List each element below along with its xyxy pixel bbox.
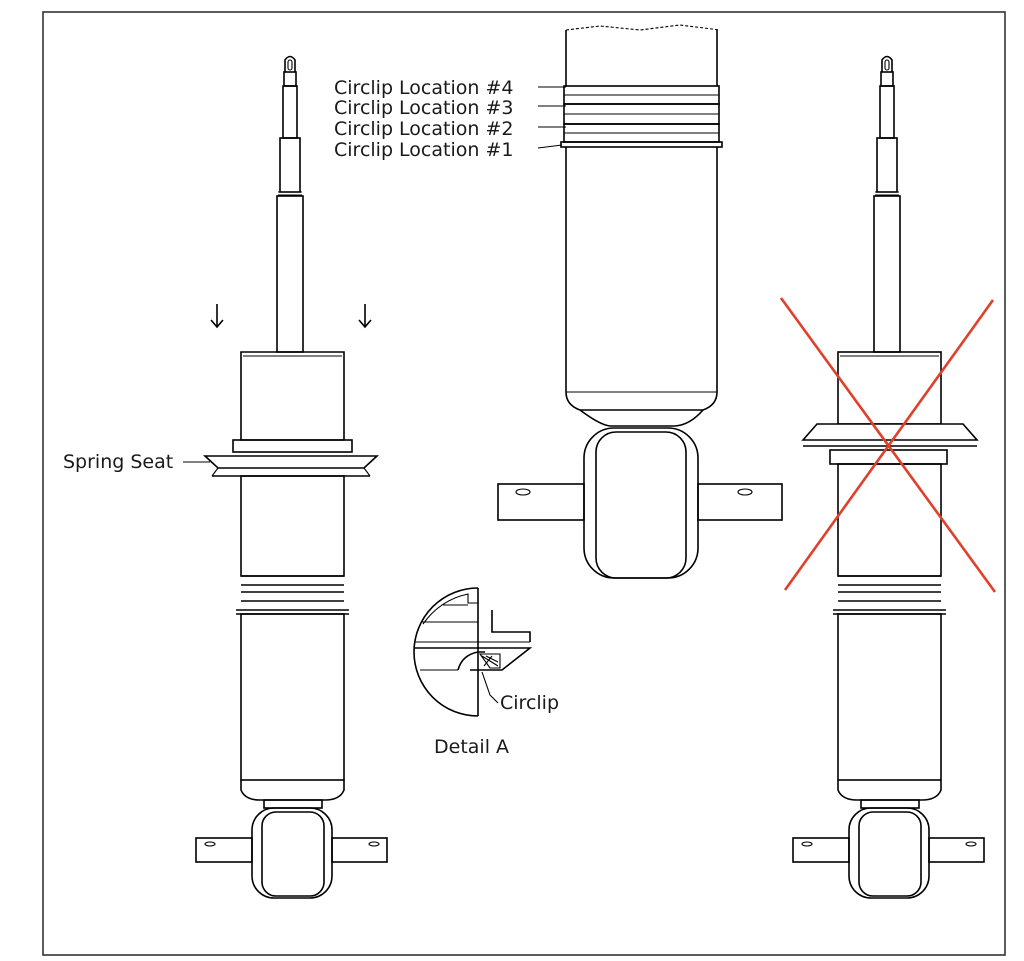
spring-seat-label: Spring Seat bbox=[63, 451, 173, 473]
enlarged-shock-view bbox=[497, 24, 783, 579]
detail-a-label: Detail A bbox=[434, 736, 509, 758]
down-arrow-icon bbox=[358, 304, 372, 329]
circlip-location-2-label: Circlip Location #2 bbox=[334, 118, 513, 140]
circlip-location-4-label: Circlip Location #4 bbox=[334, 77, 513, 99]
circlip-location-3-label: Circlip Location #3 bbox=[334, 97, 513, 119]
detail-a-view bbox=[413, 587, 533, 717]
right-shock-absorber bbox=[792, 55, 985, 899]
left-shock-absorber bbox=[195, 55, 388, 899]
circlip-label: Circlip bbox=[500, 692, 559, 714]
circlip-leader-lines bbox=[537, 86, 566, 149]
down-arrow-icon bbox=[210, 304, 224, 329]
red-x-icon bbox=[779, 297, 997, 593]
drawing-frame bbox=[42, 11, 1006, 956]
circlip-location-1-label: Circlip Location #1 bbox=[334, 139, 513, 161]
